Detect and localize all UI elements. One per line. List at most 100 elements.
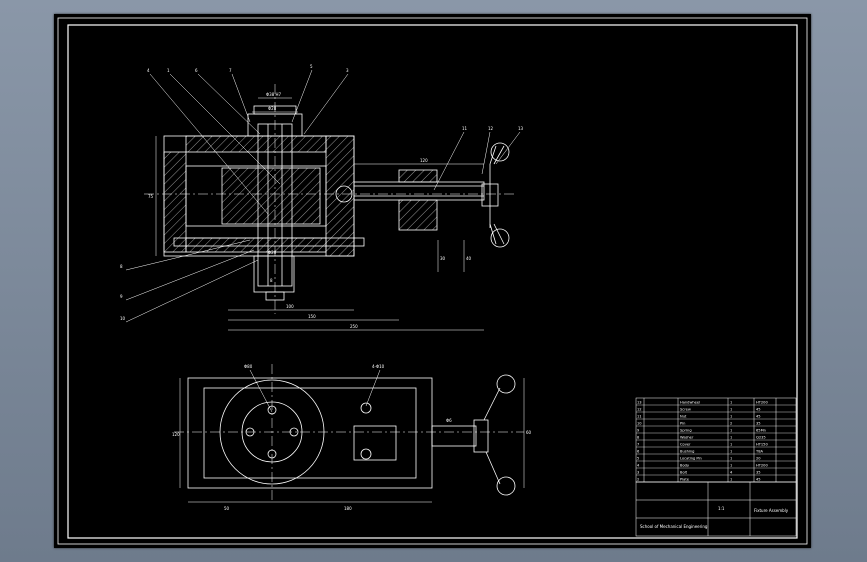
parts-row-cell: Screw [680, 407, 691, 411]
parts-row-cell: 1 [730, 414, 732, 418]
plan-dimensions [179, 369, 525, 503]
dim-bottom-1: 100 [286, 304, 294, 309]
body-wall-right [325, 135, 355, 257]
dim-left-height: 75 [148, 194, 154, 199]
body-bottom-wall [185, 237, 327, 253]
parts-row-cell: 45 [756, 414, 761, 418]
parts-row-cell: 2 [637, 477, 639, 481]
title-block [635, 481, 797, 537]
plan-dim-dia-a: Φ80 [244, 364, 253, 369]
drawing-sheet: Φ38 H7 Φ28 75 Φ20 8 100 150 250 120 30 4… [54, 14, 811, 548]
leader-label-8: 8 [120, 264, 123, 269]
dim-top-width-a: Φ38 H7 [266, 92, 282, 97]
parts-row-cell: 1 [730, 456, 732, 460]
plan-dim-shaft: Φ6 [446, 418, 452, 423]
title-block-title: Fixture Assembly [754, 508, 789, 513]
leader-label-13: 13 [518, 126, 524, 131]
plan-dim-right: 60 [526, 430, 532, 435]
parts-row-cell: HT150 [756, 442, 768, 446]
plan-dim-bot-2: 180 [344, 506, 352, 511]
parts-row-cell: Bolt [680, 470, 688, 474]
parts-row-cell: 1 [730, 400, 732, 404]
parts-row-cell: 1 [730, 428, 732, 432]
plan-dim-left: 120 [172, 432, 180, 437]
base-plate [173, 237, 365, 247]
plan-handwheel-hub [473, 419, 489, 453]
front-dimensions [155, 97, 484, 331]
parts-row-cell: 20 [756, 456, 761, 460]
dim-right-h1: 30 [440, 256, 446, 261]
inner-border [67, 24, 798, 539]
title-block-company: School of Mechanical Engineering [640, 524, 708, 529]
parts-row-cell: HT200 [756, 400, 768, 404]
parts-row-cell: 7 [637, 442, 639, 446]
parts-row-cell: 5 [637, 456, 639, 460]
leader-label-4: 4 [147, 68, 150, 73]
parts-row-cell: Plate [680, 477, 690, 481]
parts-row-cell: 1 [730, 407, 732, 411]
parts-row-cell: 2 [730, 421, 732, 425]
dim-top-width-b: Φ28 [268, 106, 277, 111]
plan-shaft [431, 425, 477, 447]
workpiece-block [221, 167, 321, 225]
screw-shaft [353, 181, 485, 201]
parts-row-cell: Locating Pin [680, 456, 702, 460]
drawing-canvas: Φ38 H7 Φ28 75 Φ20 8 100 150 250 120 30 4… [57, 17, 808, 545]
dim-bottom-inner-a: Φ20 [268, 250, 277, 255]
parts-row-cell: 4 [730, 470, 733, 474]
front-section-view [144, 84, 514, 314]
parts-row-cell: 65Mn [756, 428, 766, 432]
parts-row-cell: 35 [756, 470, 761, 474]
parts-row-cell: 1 [730, 442, 732, 446]
leader-label-9: 9 [120, 294, 123, 299]
leader-label-1: 1 [167, 68, 170, 73]
dim-bottom-2: 150 [308, 314, 316, 319]
leader-label-5: 5 [310, 64, 313, 69]
parts-row-cell: Q235 [756, 435, 766, 439]
parts-row-cell: Body [680, 463, 690, 467]
dim-bottom-3: 250 [350, 324, 358, 329]
parts-row-cell: 10 [637, 421, 642, 425]
inner-cavity [185, 165, 327, 227]
parts-row-cell: 1 [730, 477, 732, 481]
parts-row-cell: Spring [680, 428, 692, 432]
parts-row-cell: Bushing [680, 449, 694, 453]
parts-row-cell: 3 [637, 470, 639, 474]
title-block-scale: 1:1 [718, 506, 725, 511]
dim-bottom-inner-b: 8 [270, 278, 273, 283]
body-wall-left [163, 151, 187, 253]
leader-label-7: 7 [229, 68, 232, 73]
parts-row-cell: 8 [637, 435, 640, 439]
parts-row-cell: 13 [637, 400, 642, 404]
dim-shaft-len: 120 [420, 158, 428, 163]
leader-label-12: 12 [488, 126, 494, 131]
parts-row-cell: HT200 [756, 463, 768, 467]
body-top-wall [185, 135, 327, 153]
plan-dim-bot-1: 50 [224, 506, 230, 511]
parts-row-cell: 4 [637, 463, 640, 467]
parts-row-cell: 45 [756, 477, 761, 481]
leader-lines [125, 69, 521, 323]
plan-dim-dia-b: 4-Φ10 [372, 364, 385, 369]
dim-right-h2: 40 [466, 256, 472, 261]
parts-row-cell: Handwheel [680, 400, 700, 404]
leader-label-10: 10 [120, 316, 126, 321]
parts-row-cell: 11 [637, 414, 642, 418]
plan-view [174, 364, 524, 500]
parts-row-cell: T8A [755, 449, 763, 453]
parts-row-cell: 1 [730, 463, 732, 467]
leader-label-11: 11 [462, 126, 468, 131]
parts-row-cell: 6 [637, 449, 640, 453]
parts-row-cell: Pin [680, 421, 685, 425]
parts-row-cell: 12 [637, 407, 642, 411]
parts-row-cell: 1 [730, 435, 732, 439]
bottom-stub [253, 255, 295, 293]
outer-border [57, 17, 808, 545]
parts-row-cell: Nut [680, 414, 687, 418]
parts-row-cell: Washer [680, 435, 694, 439]
plan-body [187, 377, 433, 489]
parts-row-cell: 35 [756, 421, 761, 425]
plan-slot [353, 425, 397, 461]
